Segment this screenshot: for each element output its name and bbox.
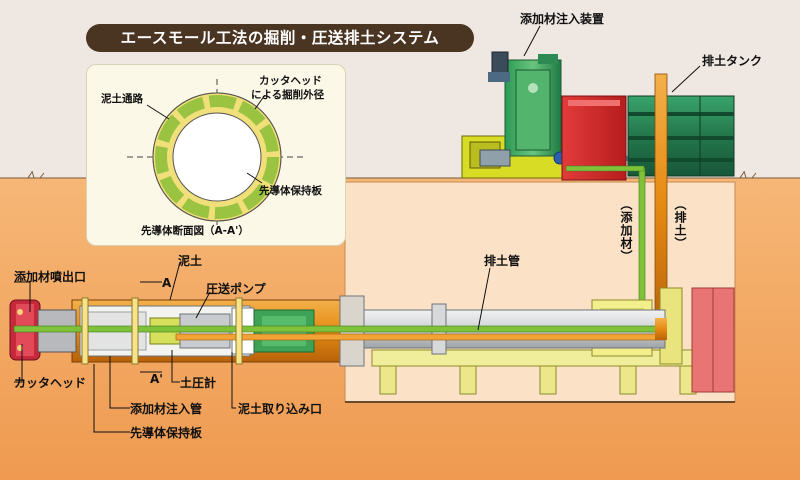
label-pump: 圧送ポンプ — [206, 282, 266, 296]
discharge-tank — [627, 95, 735, 177]
label-pressure-gauge: 土圧計 — [180, 376, 217, 390]
leader-lines — [14, 25, 701, 433]
discharge-line — [175, 333, 665, 341]
label-guide-plate: 先導体保持板 — [130, 426, 203, 440]
inset-label-cutter-outer-1: カッタヘッド — [259, 75, 322, 87]
label-mud: 泥土 — [178, 254, 203, 268]
inset-label-cutter-outer-2: による掘削外径 — [251, 89, 325, 101]
inset-label-guide-plate: 先導体保持板 — [259, 185, 322, 197]
page-title: エースモール工法の掘削・圧送排土システム — [86, 24, 474, 52]
inset-caption: 先導体断面図（A-A'） — [141, 225, 249, 237]
label-discharge-pipe: 排土管 — [484, 254, 521, 268]
pipe-bands — [81, 297, 243, 365]
cross-section-diagram — [127, 79, 307, 233]
cross-section-inset: 泥土通路 カッタヘッド による掘削外径 先導体保持板 先導体断面図（A-A'） — [86, 64, 346, 246]
label-section-a-prime: A' — [150, 372, 163, 386]
label-discharge-vertical: （排土） — [673, 198, 687, 250]
additive-injection-unit — [461, 51, 628, 179]
label-mud-intake: 泥土取り込み口 — [238, 402, 323, 416]
label-additive-pipe: 添加材注入管 — [130, 402, 203, 416]
label-discharge-tank: 排土タンク — [702, 54, 763, 68]
label-cutter-head: カッタヘッド — [14, 376, 87, 390]
label-additive-vertical: （添加材） — [619, 198, 633, 263]
label-additive-unit: 添加材注入装置 — [520, 12, 605, 26]
inset-label-mud-passage: 泥土通路 — [101, 93, 143, 105]
label-section-a: A — [162, 276, 172, 290]
grass-tufts — [27, 170, 757, 179]
label-additive-outlet: 添加材噴出口 — [14, 270, 87, 284]
additive-line — [13, 325, 659, 333]
